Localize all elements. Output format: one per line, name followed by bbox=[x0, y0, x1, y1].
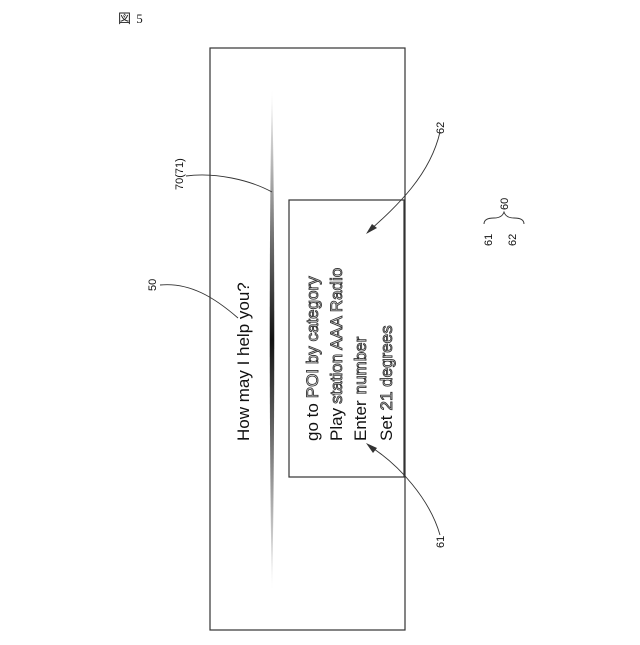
suggestion-row-3-highlight: number bbox=[351, 336, 370, 394]
legend-60: 60 bbox=[499, 198, 511, 210]
ref-label-70: 70(71) bbox=[174, 158, 186, 190]
prompt-text: How may I help you? bbox=[234, 282, 253, 441]
leader-line-50 bbox=[160, 285, 238, 318]
suggestion-row-2-highlight: station AAA Radio bbox=[327, 268, 346, 404]
suggestion-row-4-highlight: 21 degrees bbox=[377, 325, 396, 410]
legend-62: 62 bbox=[507, 234, 519, 246]
suggestion-row-2-plain: Play bbox=[327, 407, 346, 441]
suggestion-row-1: go to POI by category bbox=[303, 276, 322, 441]
ref-label-61: 61 bbox=[435, 536, 447, 548]
suggestion-row-1-plain: go to bbox=[303, 403, 322, 441]
legend-brace bbox=[484, 212, 524, 224]
suggestion-row-4: Set 21 degrees bbox=[377, 325, 396, 441]
suggestion-row-4-plain: Set bbox=[377, 415, 396, 441]
figure-label: 図 5 bbox=[118, 8, 144, 27]
legend-61: 61 bbox=[483, 234, 495, 246]
ref-label-62: 62 bbox=[435, 122, 447, 134]
leader-line-70 bbox=[186, 175, 272, 192]
ref-label-50: 50 bbox=[147, 279, 159, 291]
suggestion-row-3-plain: Enter bbox=[351, 400, 370, 441]
suggestion-row-3: Enter number bbox=[351, 336, 370, 441]
suggestion-row-2: Play station AAA Radio bbox=[327, 268, 346, 441]
suggestion-row-1-highlight: POI by category bbox=[303, 276, 322, 398]
voice-waveform bbox=[270, 88, 275, 592]
